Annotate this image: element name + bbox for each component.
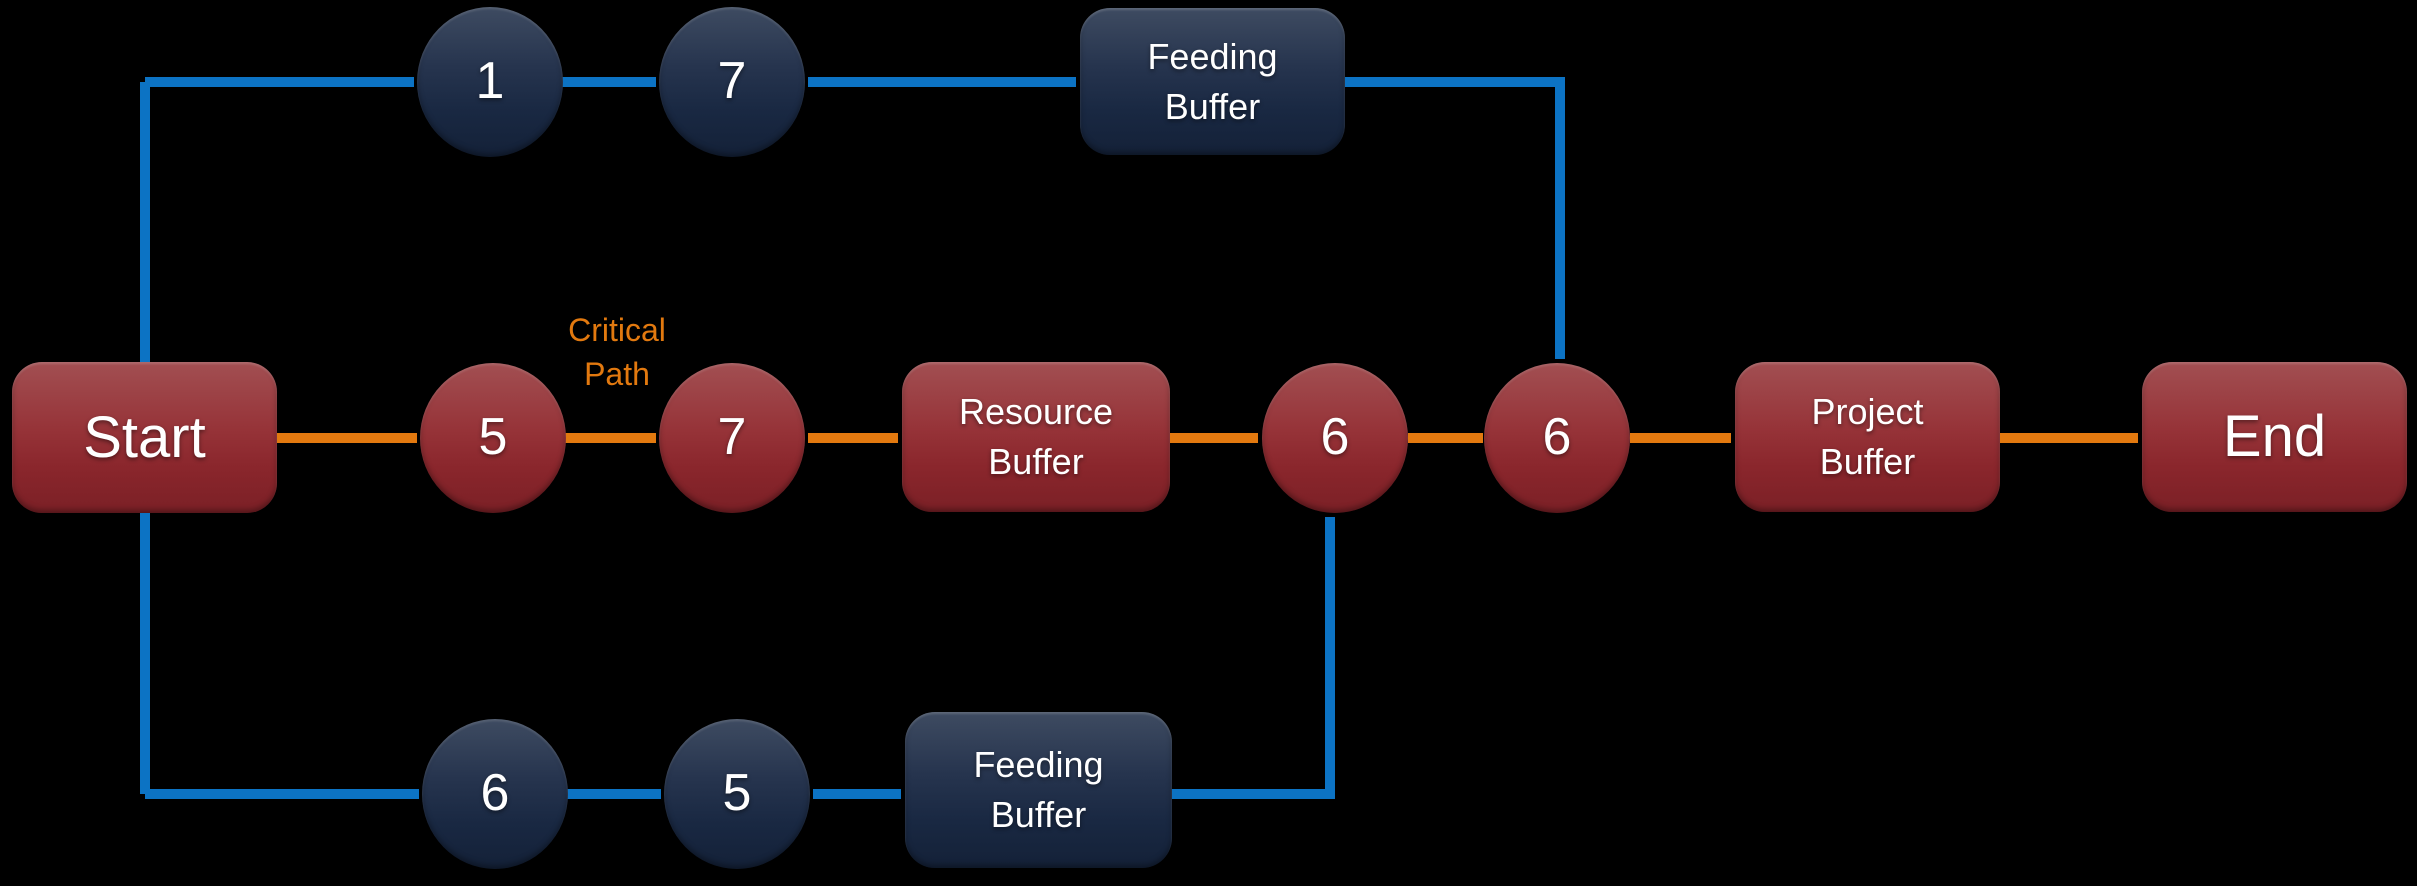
end-node: End bbox=[2142, 362, 2407, 512]
critical-path-annotation-line2: Path bbox=[584, 356, 650, 393]
start-node: Start bbox=[12, 362, 277, 513]
critical-task-5-node: 5 bbox=[420, 363, 566, 513]
critical-task-6a-node: 6 bbox=[1262, 363, 1408, 513]
connector-bottom-feeding-buffer-to-task6a bbox=[1172, 517, 1335, 799]
top-feeding-task-2-node: 7 bbox=[659, 7, 805, 157]
top-feeding-buffer-node: Feeding Buffer bbox=[1080, 8, 1345, 155]
resource-buffer-label: Resource Buffer bbox=[958, 391, 1114, 482]
end-node-label: End bbox=[2222, 404, 2327, 470]
critical-path-annotation-line1: Critical bbox=[568, 312, 666, 348]
bottom-feeding-task-6-duration: 6 bbox=[480, 764, 510, 823]
critical-task-6a-duration: 6 bbox=[1320, 408, 1350, 467]
start-node-label: Start bbox=[83, 404, 206, 470]
connector-top-feeding-buffer-to-task6b bbox=[1345, 77, 1565, 359]
bottom-feeding-task-6-node: 6 bbox=[422, 719, 568, 869]
project-buffer-label: Project Buffer bbox=[1811, 391, 1924, 482]
resource-buffer-node: Resource Buffer bbox=[902, 362, 1170, 512]
bottom-feeding-buffer-label: Feeding Buffer bbox=[973, 744, 1104, 835]
top-feeding-task-1-duration: 1 bbox=[475, 52, 505, 111]
top-feeding-task-2-duration: 7 bbox=[717, 52, 747, 111]
critical-task-5-duration: 5 bbox=[478, 408, 508, 467]
bottom-feeding-task-5-node: 5 bbox=[664, 719, 810, 869]
top-feeding-task-1-node: 1 bbox=[417, 7, 563, 157]
critical-task-7-node: 7 bbox=[659, 363, 805, 513]
bottom-feeding-task-5-duration: 5 bbox=[722, 764, 752, 823]
critical-path-annotation: Critical Path bbox=[532, 308, 702, 396]
bottom-feeding-buffer-node: Feeding Buffer bbox=[905, 712, 1172, 868]
project-buffer-node: Project Buffer bbox=[1735, 362, 2000, 512]
critical-task-6b-node: 6 bbox=[1484, 363, 1630, 513]
critical-task-7-duration: 7 bbox=[717, 408, 747, 467]
top-feeding-buffer-label: Feeding Buffer bbox=[1147, 35, 1278, 127]
critical-task-6b-duration: 6 bbox=[1542, 408, 1572, 467]
